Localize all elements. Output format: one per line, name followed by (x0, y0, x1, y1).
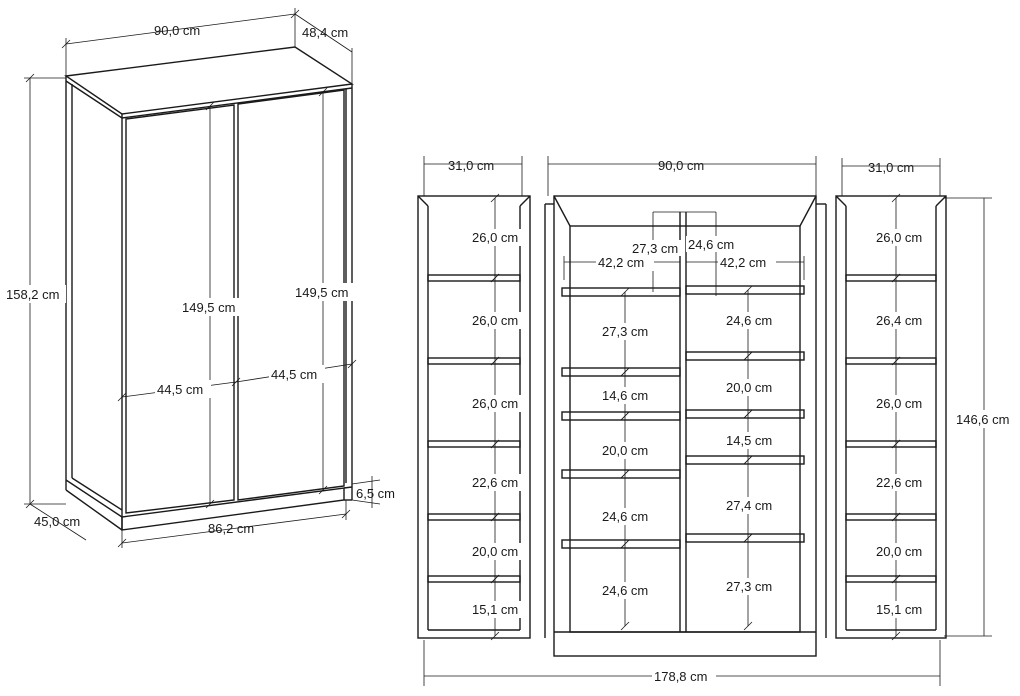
open-center-carcass (544, 195, 827, 657)
label-right-door-height: 149,5 cm (295, 285, 348, 300)
label-closed-width-top: 90,0 cm (154, 23, 200, 38)
right-door-shelf (845, 274, 937, 282)
center-right-shelf (685, 533, 805, 543)
label-center-right-shelf: 20,0 cm (726, 380, 772, 395)
label-open-total-width: 178,8 cm (654, 669, 707, 684)
center-left-shelf (561, 469, 681, 479)
label-center-top-right: 24,6 cm (688, 237, 734, 252)
label-center-left-shelf: 27,3 cm (602, 324, 648, 339)
label-closed-width-base: 86,2 cm (208, 521, 254, 536)
center-right-shelf (685, 351, 805, 361)
label-center-top-left: 27,3 cm (632, 241, 678, 256)
closed-cabinet (24, 8, 381, 548)
open-left-door (417, 195, 531, 639)
left-door-shelf (427, 575, 521, 583)
label-center-right-shelf: 24,6 cm (726, 313, 772, 328)
center-right-shelf (685, 409, 805, 419)
label-right-door-shelf: 26,0 cm (876, 396, 922, 411)
left-door (125, 104, 235, 514)
label-center-left-shelf: 14,6 cm (602, 388, 648, 403)
label-left-door-shelf: 26,0 cm (472, 396, 518, 411)
right-door-shelf (845, 575, 937, 583)
center-right-shelf (685, 285, 805, 295)
label-right-door-width: 44,5 cm (271, 367, 317, 382)
open-right-door (835, 195, 947, 639)
label-center-comp-width-left: 42,2 cm (598, 255, 644, 270)
right-door-shelf (845, 513, 937, 521)
center-left-shelf (561, 367, 681, 377)
label-center-right-shelf: 27,4 cm (726, 498, 772, 513)
left-door-shelf (427, 513, 521, 521)
center-left-shelf (561, 411, 681, 421)
cabinet-top (64, 46, 354, 115)
left-door-shelf (427, 274, 521, 282)
label-right-door-shelf: 20,0 cm (876, 544, 922, 559)
label-closed-depth-top: 48,4 cm (302, 25, 348, 40)
label-center-right-shelf: 14,5 cm (726, 433, 772, 448)
label-left-door-width: 44,5 cm (157, 382, 203, 397)
label-right-door-shelf: 26,0 cm (876, 230, 922, 245)
right-door-shelf (845, 440, 937, 448)
label-center-left-shelf: 20,0 cm (602, 443, 648, 458)
label-center-left-shelf: 24,6 cm (602, 509, 648, 524)
label-open-center-width: 90,0 cm (658, 158, 704, 173)
center-left-shelf (561, 539, 681, 549)
label-left-door-shelf: 26,0 cm (472, 313, 518, 328)
label-center-right-shelf: 27,3 cm (726, 579, 772, 594)
label-left-door-shelf: 22,6 cm (472, 475, 518, 490)
label-center-left-shelf: 24,6 cm (602, 583, 648, 598)
label-closed-depth-base: 45,0 cm (34, 514, 80, 529)
label-open-left-width: 31,0 cm (448, 158, 494, 173)
label-closed-height: 158,2 cm (6, 287, 59, 302)
label-right-door-shelf: 22,6 cm (876, 475, 922, 490)
label-left-door-shelf: 26,0 cm (472, 230, 518, 245)
label-right-door-shelf: 15,1 cm (876, 602, 922, 617)
label-left-door-height: 149,5 cm (182, 300, 235, 315)
dimension-labels: 90,0 cm 48,4 cm 158,2 cm 149,5 cm 149,5 … (4, 23, 1017, 684)
label-open-total-height: 146,6 cm (956, 412, 1009, 427)
label-right-door-shelf: 26,4 cm (876, 313, 922, 328)
label-center-comp-width-right: 42,2 cm (720, 255, 766, 270)
label-left-door-shelf: 20,0 cm (472, 544, 518, 559)
label-plinth-height: 6,5 cm (356, 486, 395, 501)
left-door-shelf (427, 440, 521, 448)
label-open-right-width: 31,0 cm (868, 160, 914, 175)
center-right-shelf (685, 455, 805, 465)
label-left-door-shelf: 15,1 cm (472, 602, 518, 617)
right-door-shelf (845, 357, 937, 365)
left-door-shelf (427, 357, 521, 365)
center-left-shelf (561, 287, 681, 297)
right-door (237, 89, 345, 501)
